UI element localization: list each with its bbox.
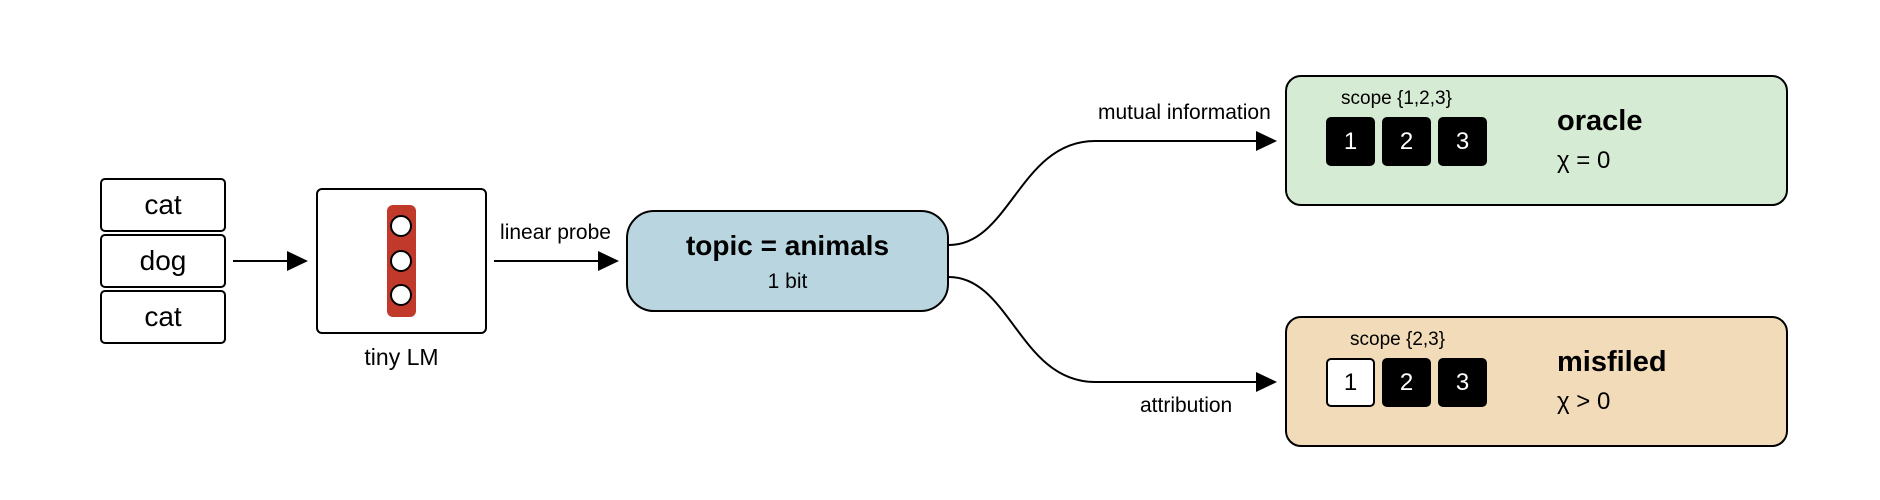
branch-label-top: mutual information bbox=[1098, 101, 1271, 124]
curve-to-oracle bbox=[948, 140, 1258, 246]
topic-node: topic = animals 1 bit bbox=[626, 210, 949, 312]
misfiled-unit: 2 bbox=[1382, 358, 1431, 407]
oracle-unit: 1 bbox=[1326, 117, 1375, 166]
misfiled-unit: 1 bbox=[1326, 358, 1375, 407]
oracle-title: oracle bbox=[1557, 105, 1643, 137]
model-label: tiny LM bbox=[364, 344, 439, 370]
oracle-scope-label: scope {1,2,3} bbox=[1341, 88, 1452, 109]
probe-label: linear probe bbox=[500, 221, 611, 244]
branch-label-bottom: attribution bbox=[1140, 394, 1233, 417]
oracle-unit: 3 bbox=[1438, 117, 1487, 166]
neuron-circle bbox=[390, 250, 412, 272]
misfiled-title: misfiled bbox=[1557, 346, 1667, 378]
input-token: dog bbox=[100, 234, 226, 288]
neuron-circle bbox=[390, 215, 412, 237]
misfiled-chi: χ > 0 bbox=[1557, 388, 1611, 415]
curve-to-misfiled bbox=[948, 276, 1258, 383]
oracle-chi: χ = 0 bbox=[1557, 147, 1611, 174]
neuron-circle bbox=[390, 284, 412, 306]
topic-title: topic = animals bbox=[685, 230, 890, 261]
input-token: cat bbox=[100, 178, 226, 232]
misfiled-unit: 3 bbox=[1438, 358, 1487, 407]
misfiled-scope-label: scope {2,3} bbox=[1350, 329, 1446, 350]
topic-subtitle: 1 bit bbox=[767, 270, 808, 293]
oracle-unit: 2 bbox=[1382, 117, 1431, 166]
input-token: cat bbox=[100, 290, 226, 344]
